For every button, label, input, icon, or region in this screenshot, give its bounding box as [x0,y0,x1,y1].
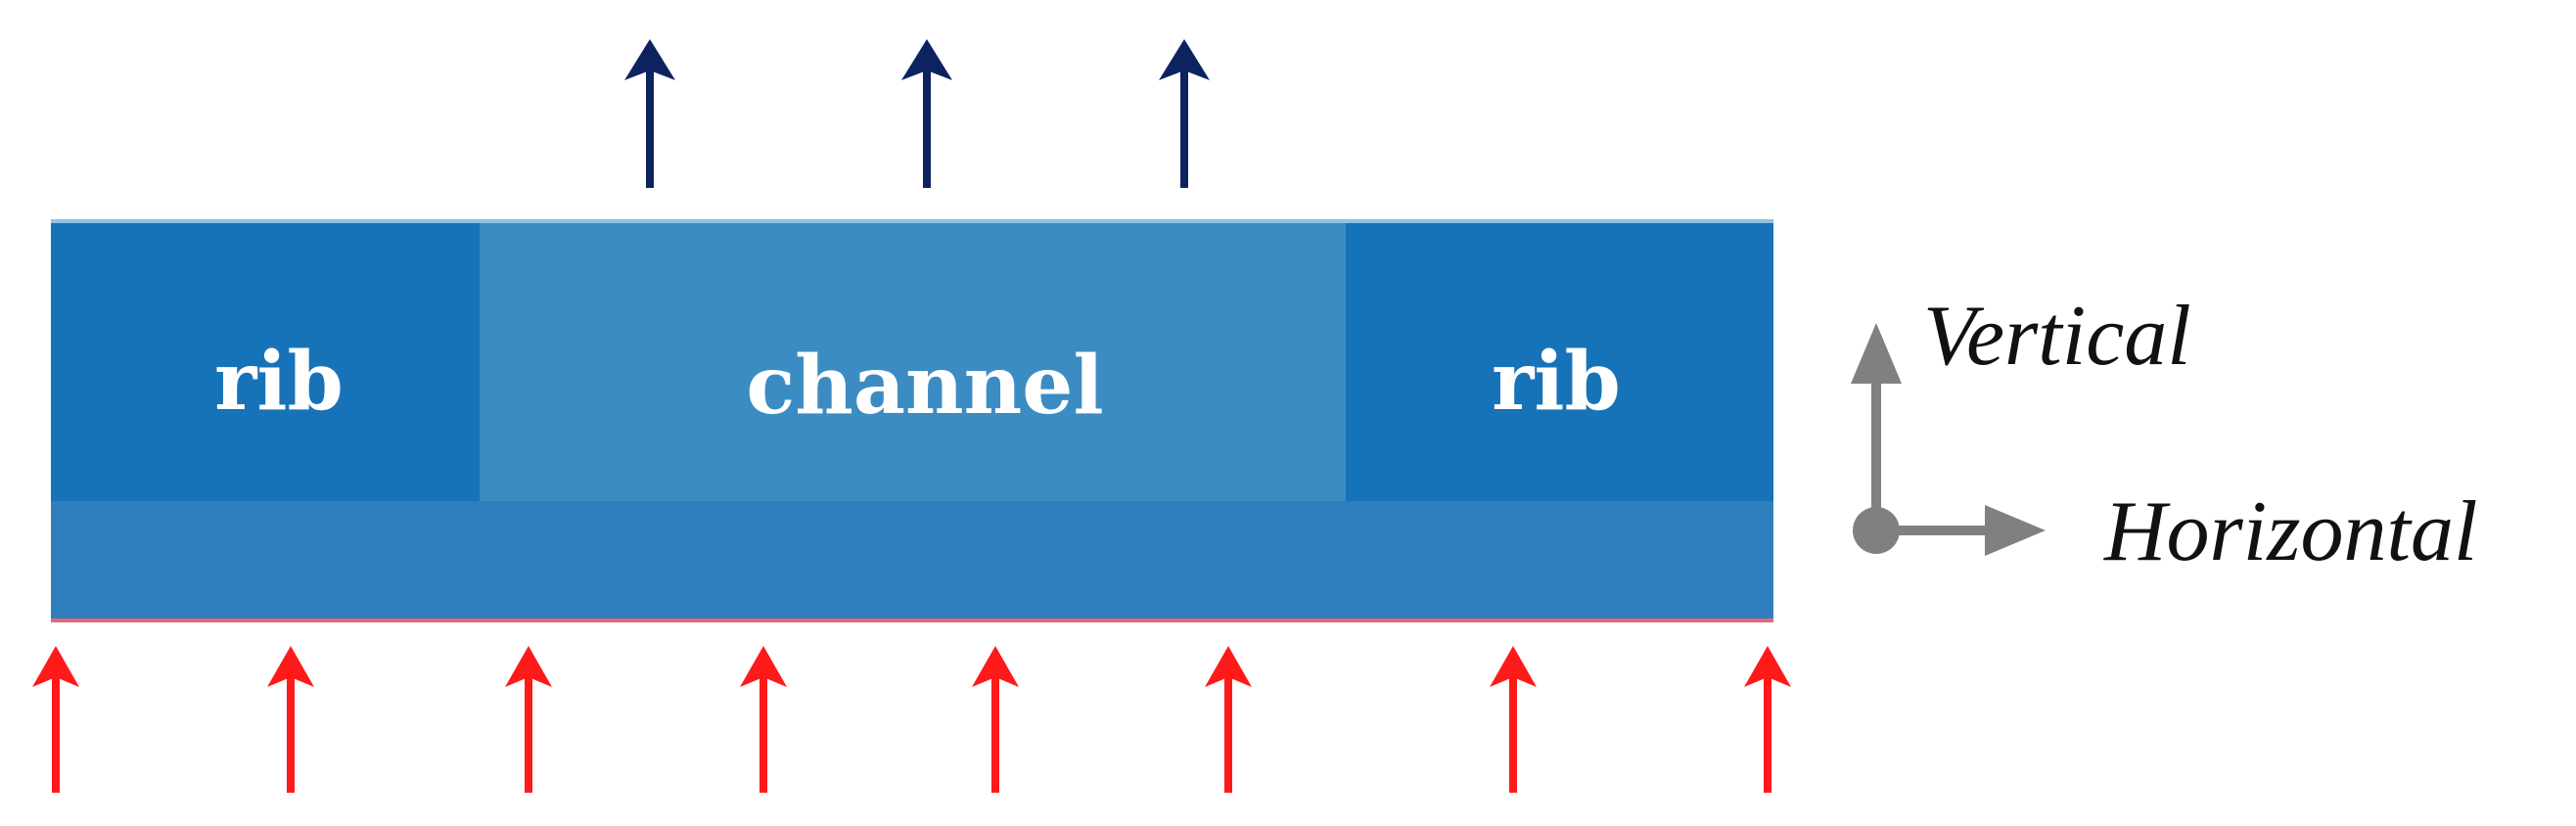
outflow-arrow-2 [901,39,952,188]
channel-label: channel [746,339,1103,433]
rib-right-region [1346,221,1773,501]
vertical-axis-arrowhead [1851,323,1902,384]
outflow-arrow-1 [624,39,675,188]
outflow-arrows [624,39,1210,188]
plate-assembly: rib channel rib [51,219,1773,622]
gdl-bottom-layer [51,501,1773,620]
rib-right-label: rib [1492,335,1621,429]
rib-left-region [51,221,480,501]
inflow-arrow-1 [32,646,79,793]
inflow-arrow-6 [1205,646,1252,793]
inflow-arrow-7 [1490,646,1537,793]
vertical-axis-label: Vertical [1923,289,2191,384]
horizontal-axis-arrowhead [1985,505,2046,556]
inflow-arrows [32,646,1791,793]
channel-region [480,221,1346,501]
inflow-arrow-8 [1744,646,1791,793]
inflow-arrow-2 [267,646,314,793]
inflow-arrow-4 [740,646,787,793]
horizontal-axis-label: Horizontal [2103,484,2477,579]
axis-indicator: Vertical Horizontal [1851,289,2477,579]
outflow-arrow-3 [1159,39,1210,188]
inflow-arrow-5 [972,646,1019,793]
axis-origin-dot [1853,507,1900,554]
rib-left-label: rib [214,335,344,429]
inflow-arrow-3 [505,646,552,793]
